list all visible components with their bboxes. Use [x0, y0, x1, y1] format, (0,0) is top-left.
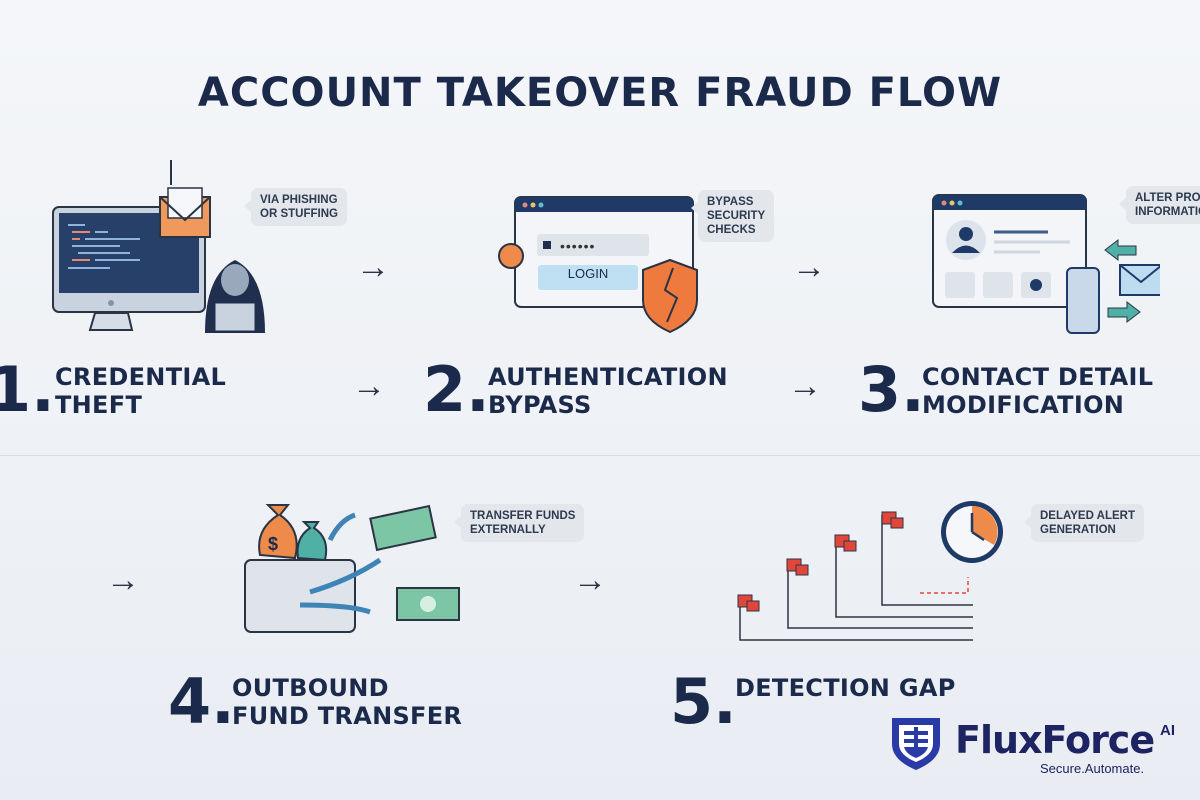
- step-number: 1.: [0, 353, 55, 426]
- step-label-detection-gap: DETECTION GAP: [735, 674, 956, 702]
- phone-icon: [1066, 267, 1100, 334]
- money-bag-icon: [258, 504, 298, 560]
- callout-detection-gap: DELAYED ALERT GENERATION: [1024, 504, 1144, 542]
- callout-credential-theft: VIA PHISHING OR STUFFING: [244, 188, 347, 226]
- arrow-left-icon: [1104, 238, 1137, 262]
- callout-fund-transfer: TRANSFER FUNDS EXTERNALLY: [453, 504, 585, 542]
- callout-contact-modification: ALTER PROFILE INFORMATION: [1119, 186, 1200, 224]
- step-number: 2.: [423, 353, 490, 426]
- label-line: DETECTION GAP: [735, 674, 956, 702]
- callout-line: BYPASS: [707, 196, 754, 208]
- broken-shield-icon: [642, 258, 698, 334]
- transfer-arrow-icon: [327, 512, 356, 542]
- fluxforce-shield-logo-icon: [892, 718, 940, 770]
- contact-modification-illustration: [932, 194, 1160, 334]
- callout-line: OR STUFFING: [260, 208, 338, 220]
- brand-name: FluxForce: [955, 718, 1155, 762]
- callout-line: CHECKS: [707, 224, 756, 236]
- label-line: OUTBOUND: [232, 674, 389, 702]
- callout-line: DELAYED ALERT: [1040, 510, 1135, 522]
- password-mask: ••••••: [560, 238, 596, 254]
- flow-arrow: →: [792, 248, 826, 286]
- callout-line: GENERATION: [1040, 524, 1116, 536]
- label-line: THEFT: [55, 391, 143, 419]
- callout-line: SECURITY: [707, 210, 766, 222]
- callout-authentication-bypass: BYPASS SECURITY CHECKS: [690, 190, 775, 242]
- enter-arrow-icon: [498, 243, 524, 269]
- dollar-sign: $: [268, 534, 279, 554]
- label-line: CREDENTIAL: [55, 363, 227, 391]
- step-number: 4.: [168, 665, 235, 738]
- wallet-icon: [244, 559, 356, 633]
- flow-arrow: →: [788, 367, 822, 405]
- phishing-email-icon: [159, 160, 211, 238]
- flow-arrow: →: [352, 367, 386, 405]
- callout-line: TRANSFER FUNDS: [470, 510, 576, 522]
- brand-tagline: Secure.Automate.: [1040, 761, 1145, 776]
- callout-line: INFORMATION: [1135, 206, 1200, 218]
- flow-arrow: →: [573, 561, 607, 599]
- label-line: FUND TRANSFER: [232, 702, 463, 730]
- clock-icon: [941, 501, 1003, 563]
- callout-line: EXTERNALLY: [470, 524, 546, 536]
- lock-icon: [543, 241, 551, 249]
- callout-line: ALTER PROFILE: [1135, 192, 1200, 204]
- login-button: LOGIN: [567, 266, 609, 281]
- row-divider: [0, 455, 1200, 456]
- label-line: MODIFICATION: [922, 391, 1125, 419]
- brand-superscript: AI: [1160, 722, 1175, 739]
- money-bag-icon: [296, 521, 328, 562]
- page-title: ACCOUNT TAKEOVER FRAUD FLOW: [197, 70, 1003, 116]
- label-line: BYPASS: [488, 391, 592, 419]
- label-line: CONTACT DETAIL: [922, 363, 1154, 391]
- step-number: 5.: [670, 665, 737, 738]
- detection-gap-illustration: [737, 501, 1003, 641]
- authentication-bypass-illustration: [498, 196, 698, 334]
- arrow-right-icon: [1107, 300, 1141, 324]
- label-line: AUTHENTICATION: [488, 363, 728, 391]
- banknote-icon: [369, 504, 437, 552]
- hooded-hacker-icon: [205, 260, 265, 333]
- flow-arrow: →: [106, 561, 140, 599]
- credential-theft-illustration: [52, 160, 265, 333]
- step-number: 3.: [858, 353, 925, 426]
- callout-line: VIA PHISHING: [260, 194, 338, 206]
- fund-transfer-illustration: [244, 504, 460, 633]
- profile-window-icon: [932, 194, 1087, 308]
- flow-arrow: →: [356, 248, 390, 286]
- flag-icon: [737, 511, 904, 612]
